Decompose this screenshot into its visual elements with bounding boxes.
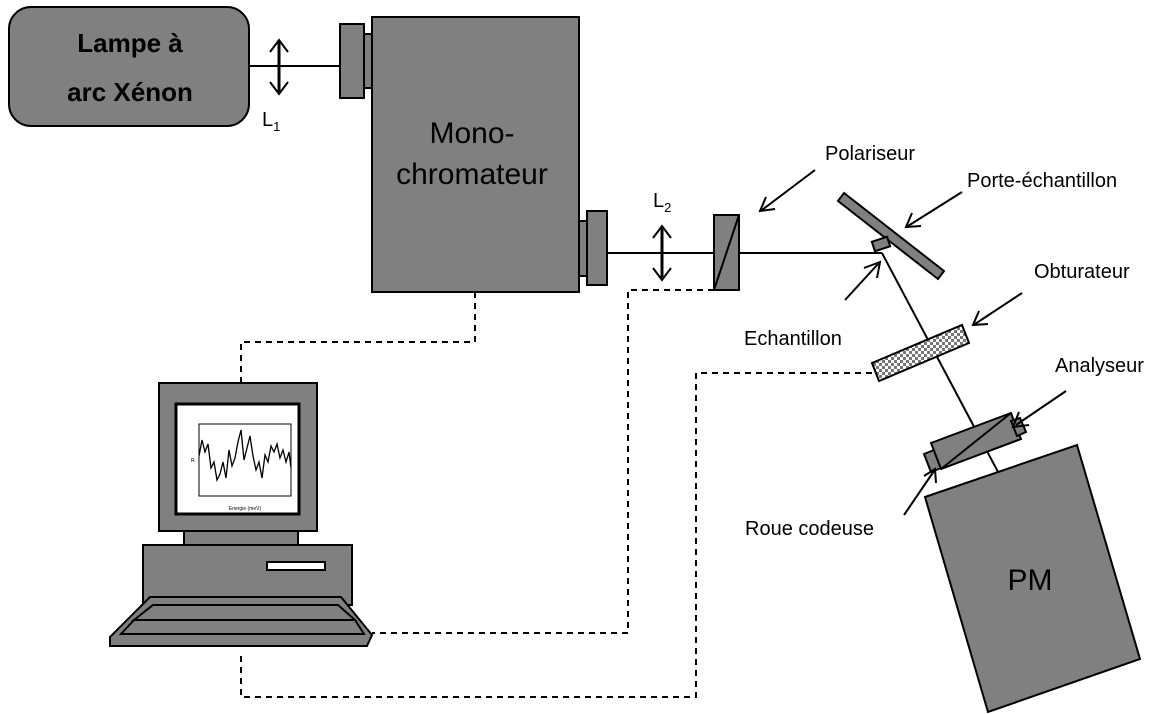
xenon-lamp: Lampe à arc Xénon <box>8 6 250 127</box>
polariser-label: Polariseur <box>825 143 915 165</box>
sample-holder-pointer-arrow <box>907 191 963 227</box>
screen-plot-xlabel: Energie (meV) <box>229 506 262 512</box>
mono-label-line2: chromateur <box>396 158 548 191</box>
coding-wheel-label: Roue codeuse <box>745 518 874 540</box>
cable-polariser-to-pc <box>372 289 714 634</box>
coding-wheel-pointer-arrow <box>903 470 935 516</box>
sample-label: Echantillon <box>744 328 842 350</box>
photomultiplier: PM <box>923 443 1142 714</box>
sample-holder <box>836 191 946 281</box>
shutter-pointer-arrow <box>974 292 1023 325</box>
lens-l1: L1 <box>262 38 289 134</box>
lamp-label-line1: Lampe à <box>77 28 183 58</box>
screen-plot-ylabel: R <box>191 458 195 464</box>
sample-holder-label: Porte-échantillon <box>967 170 1117 192</box>
sample-pointer-arrow <box>844 263 879 301</box>
pc-base <box>142 544 353 606</box>
shutter <box>870 323 971 383</box>
shutter-label: Obturateur <box>1034 261 1130 283</box>
lens-l2: L2 <box>652 190 672 282</box>
cable-shutter-to-pc <box>240 372 872 698</box>
sample <box>870 235 892 253</box>
cable-mono-to-pc <box>240 292 476 384</box>
computer: Energie (meV) R <box>109 382 374 647</box>
monochromator: Mono- chromateur <box>339 16 608 293</box>
lamp-label-line2: arc Xénon <box>67 77 193 107</box>
lens-l1-label: L1 <box>262 109 280 134</box>
lens-l2-label: L2 <box>653 190 671 215</box>
screen-plot: Energie (meV) R <box>191 423 292 512</box>
disk-drive <box>266 561 326 571</box>
pm-label: PM <box>1008 564 1053 597</box>
mono-label-line1: Mono- <box>429 117 514 150</box>
analyser-label: Analyseur <box>1055 355 1144 377</box>
polariser <box>713 214 740 291</box>
polariser-pointer-arrow <box>761 169 816 211</box>
analyser <box>922 411 1028 474</box>
analyser-pointer-arrow <box>1015 390 1067 426</box>
